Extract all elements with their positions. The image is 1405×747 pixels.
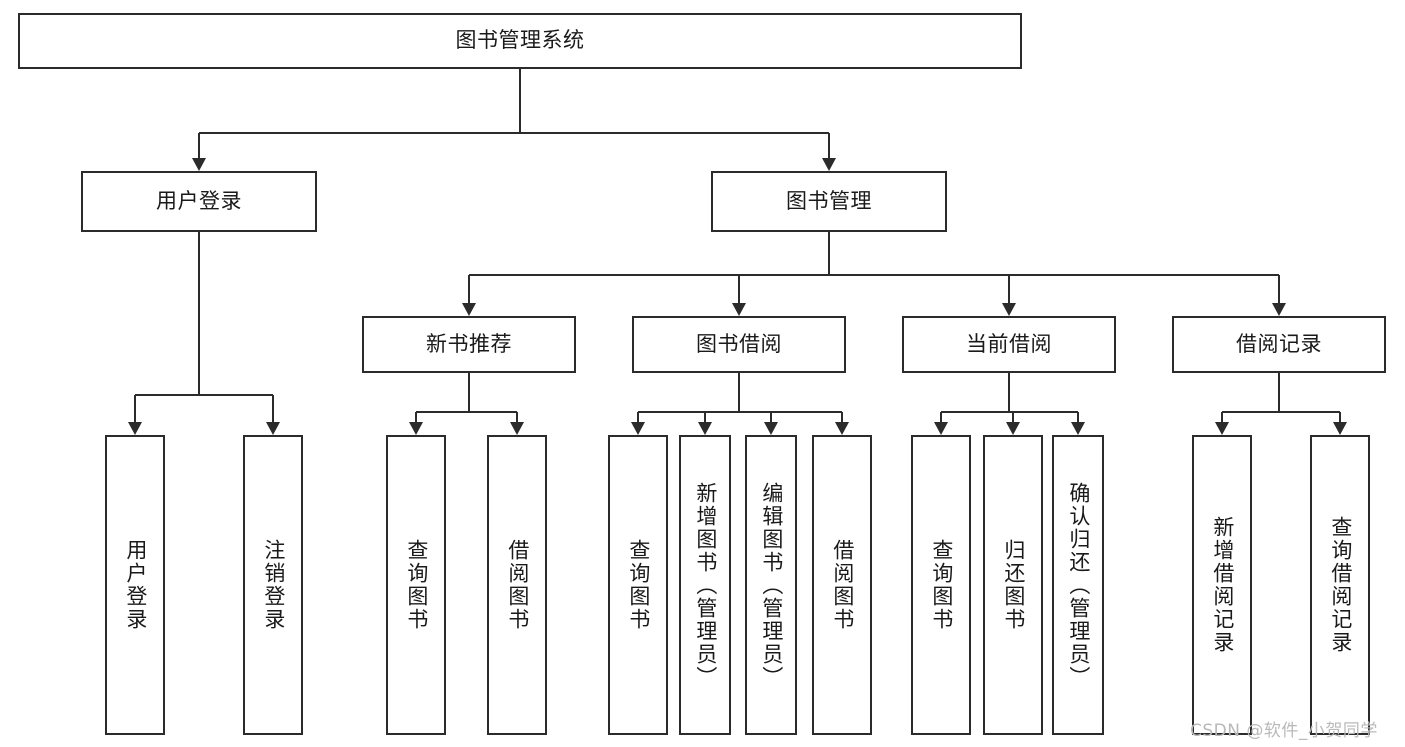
node-label: 用户登录 <box>123 539 148 631</box>
node-label: 确认归还（管理员） <box>1066 481 1091 689</box>
node-book-borrow[interactable]: 图书借阅 <box>632 316 846 373</box>
connector-borrow-record-to-leaf-add-record <box>1221 412 1223 424</box>
arrowhead-user-login-leaf-0 <box>128 422 142 435</box>
arrowhead-leaf-query-book-2 <box>631 422 645 435</box>
node-leaf-return-book[interactable]: 归还图书 <box>983 435 1043 735</box>
arrowhead-user-login-leaf-1 <box>266 422 280 435</box>
connector-book-borrow-bus <box>638 411 842 413</box>
connector-user-login-bus <box>135 394 273 396</box>
node-current-borrow[interactable]: 当前借阅 <box>902 316 1116 373</box>
node-label: 查询图书 <box>929 539 954 631</box>
node-label: 新书推荐 <box>426 331 512 356</box>
node-leaf-query-book-current[interactable]: 查询图书 <box>911 435 971 735</box>
node-leaf-logout[interactable]: 注销登录 <box>243 435 303 735</box>
connector-current-borrow-to-leaf-query-book-3 <box>940 412 942 424</box>
node-label: 借阅图书 <box>830 539 855 631</box>
node-label: 图书管理 <box>786 188 872 213</box>
arrowhead-leaf-borrow-book-2 <box>835 422 849 435</box>
connector-book-borrow-to-leaf-query-book-2 <box>637 412 639 424</box>
arrowhead-book-borrow <box>732 303 746 316</box>
arrowhead-leaf-borrow-book-1 <box>510 422 524 435</box>
connector-root-to-user-login <box>198 133 200 160</box>
connector-borrow-record-to-leaf-query-record <box>1339 412 1341 424</box>
arrowhead-leaf-confirm-return <box>1071 422 1085 435</box>
node-label: 借阅记录 <box>1236 331 1322 356</box>
arrowhead-leaf-add-book <box>698 422 712 435</box>
arrowhead-leaf-add-record <box>1215 422 1229 435</box>
connector-book-manage-to-book-borrow <box>738 275 740 305</box>
connector-new-book-recommend-bus <box>416 411 517 413</box>
connector-new-book-recommend-to-leaf-borrow-book-1 <box>516 412 518 424</box>
connector-new-book-recommend-to-leaf-query-book-1 <box>415 412 417 424</box>
connector-current-borrow-stem <box>1008 373 1010 412</box>
node-label: 新增借阅记录 <box>1210 516 1235 654</box>
connector-root-stem <box>519 69 521 133</box>
connector-user-login-stem <box>198 232 200 395</box>
connector-root-to-book-manage <box>828 133 830 160</box>
connector-book-manage-stem <box>828 232 830 275</box>
node-label: 查询图书 <box>404 539 429 631</box>
connector-user-login-to-leaf-1 <box>272 395 274 424</box>
connector-book-manage-bus <box>469 274 1279 276</box>
node-leaf-confirm-return-admin[interactable]: 确认归还（管理员） <box>1052 435 1104 735</box>
arrowhead-leaf-query-book-1 <box>409 422 423 435</box>
connector-book-borrow-stem <box>738 373 740 412</box>
node-label: 编辑图书（管理员） <box>759 481 784 689</box>
arrowhead-leaf-return-book <box>1006 422 1020 435</box>
connector-user-login-to-leaf-0 <box>134 395 136 424</box>
node-root-book-management-system[interactable]: 图书管理系统 <box>18 13 1022 69</box>
connector-current-borrow-to-leaf-return-book <box>1012 412 1014 424</box>
node-borrow-record[interactable]: 借阅记录 <box>1172 316 1386 373</box>
node-leaf-borrow-book[interactable]: 借阅图书 <box>812 435 872 735</box>
arrowhead-borrow-record <box>1272 303 1286 316</box>
node-leaf-query-book-borrow[interactable]: 查询图书 <box>608 435 668 735</box>
node-label: 注销登录 <box>261 539 286 631</box>
connector-current-borrow-to-leaf-confirm-return <box>1077 412 1079 424</box>
arrowhead-leaf-edit-book <box>764 422 778 435</box>
node-leaf-user-login[interactable]: 用户登录 <box>105 435 165 735</box>
node-label: 查询图书 <box>626 539 651 631</box>
connector-new-book-recommend-stem <box>468 373 470 412</box>
node-label: 图书借阅 <box>696 331 782 356</box>
connector-book-manage-to-borrow-record <box>1278 275 1280 305</box>
connector-root-bus <box>199 132 829 134</box>
arrowhead-new-book-recommend <box>462 303 476 316</box>
node-book-management[interactable]: 图书管理 <box>711 171 947 232</box>
node-label: 新增图书（管理员） <box>693 481 718 689</box>
arrowhead-current-borrow <box>1002 303 1016 316</box>
connector-current-borrow-bus <box>941 411 1078 413</box>
node-leaf-edit-book-admin[interactable]: 编辑图书（管理员） <box>745 435 797 735</box>
connector-book-borrow-to-leaf-add-book <box>704 412 706 424</box>
node-label: 查询借阅记录 <box>1328 516 1353 654</box>
node-leaf-query-borrow-record[interactable]: 查询借阅记录 <box>1310 435 1370 735</box>
node-leaf-add-book-admin[interactable]: 新增图书（管理员） <box>679 435 731 735</box>
arrowhead-leaf-query-book-3 <box>934 422 948 435</box>
node-label: 图书管理系统 <box>455 28 585 53</box>
connector-book-manage-to-current-borrow <box>1008 275 1010 305</box>
node-label: 当前借阅 <box>966 331 1052 356</box>
connector-book-manage-to-new-book-recommend <box>468 275 470 305</box>
node-label: 用户登录 <box>156 188 242 213</box>
node-label: 归还图书 <box>1001 539 1026 631</box>
node-leaf-query-book-recommend[interactable]: 查询图书 <box>386 435 446 735</box>
connector-book-borrow-to-leaf-edit-book <box>770 412 772 424</box>
arrowhead-to-book-manage <box>822 158 836 171</box>
node-leaf-add-borrow-record[interactable]: 新增借阅记录 <box>1192 435 1252 735</box>
connector-borrow-record-bus <box>1222 411 1340 413</box>
node-user-login[interactable]: 用户登录 <box>81 171 317 232</box>
node-label: 借阅图书 <box>505 539 530 631</box>
node-new-book-recommend[interactable]: 新书推荐 <box>362 316 576 373</box>
connector-borrow-record-stem <box>1278 373 1280 412</box>
arrowhead-to-user-login <box>192 158 206 171</box>
node-leaf-borrow-book-recommend[interactable]: 借阅图书 <box>487 435 547 735</box>
arrowhead-leaf-query-record <box>1333 422 1347 435</box>
connector-book-borrow-to-leaf-borrow-book-2 <box>841 412 843 424</box>
